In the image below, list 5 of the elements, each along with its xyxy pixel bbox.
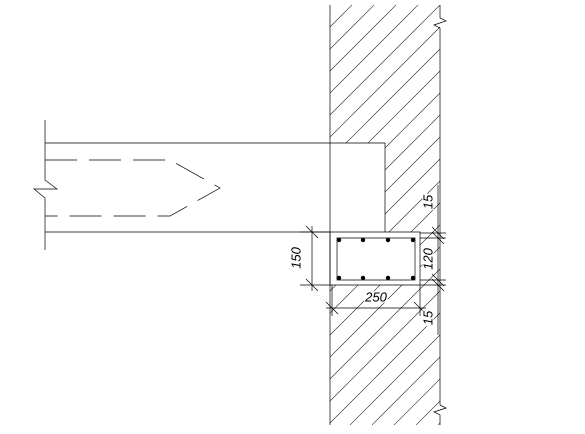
dimension-label: 120 [422, 247, 434, 271]
dimension-label: 150 [290, 246, 302, 270]
dimension-label: 15 [422, 310, 434, 326]
dimension-label: 15 [422, 194, 434, 210]
dimension-label: 250 [364, 291, 388, 303]
